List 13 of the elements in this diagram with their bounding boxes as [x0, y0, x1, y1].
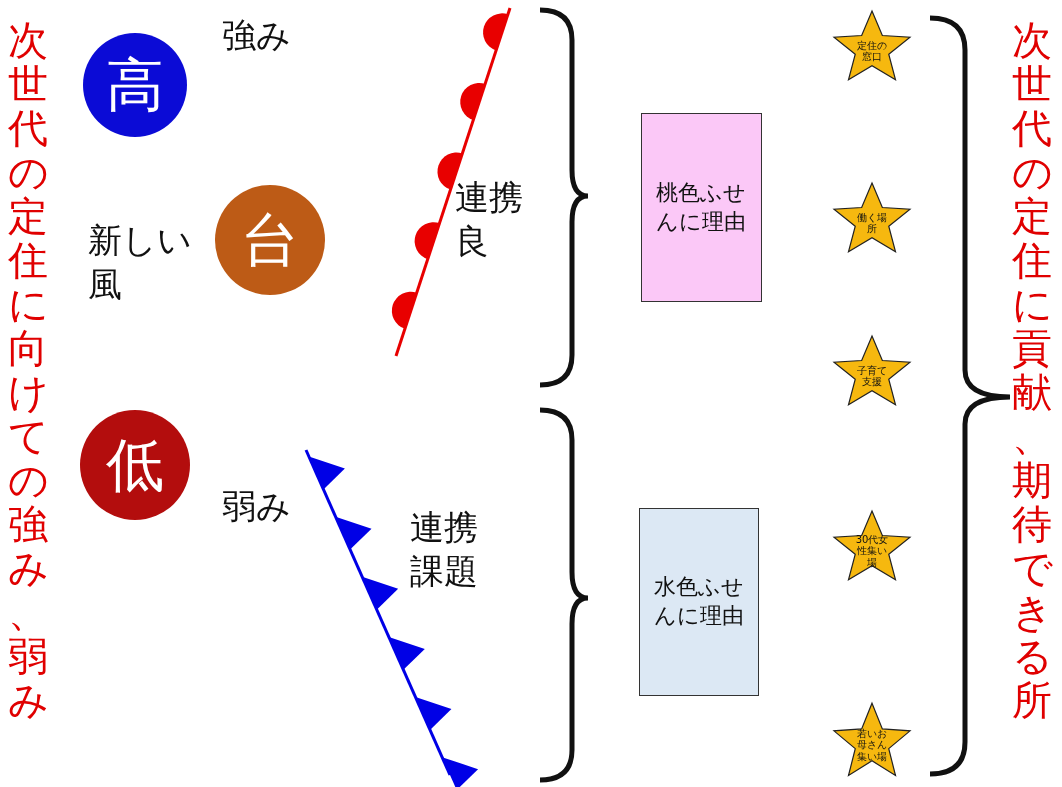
- star-badge: 30代女性集い場: [832, 508, 912, 584]
- note-box: 水色ふせんに理由: [639, 508, 759, 696]
- note-box: 桃色ふせんに理由: [641, 113, 762, 302]
- vertical-title: 次世代の定住に貢献、期待できる所: [1012, 18, 1052, 722]
- cooperation-label: 連携良: [455, 176, 524, 264]
- vertical-title: 次世代の定住に向けての強み、弱み: [8, 18, 48, 722]
- star-badge: 子育て支援: [832, 333, 912, 409]
- level-label: 新しい風: [88, 219, 193, 307]
- cooperation-label: 連携課題: [410, 506, 479, 594]
- level-label: 強み: [222, 14, 292, 57]
- level-label: 弱み: [222, 485, 292, 528]
- star-badge: 働く場所: [832, 180, 912, 256]
- star-badge: 定住の窓口: [832, 8, 912, 84]
